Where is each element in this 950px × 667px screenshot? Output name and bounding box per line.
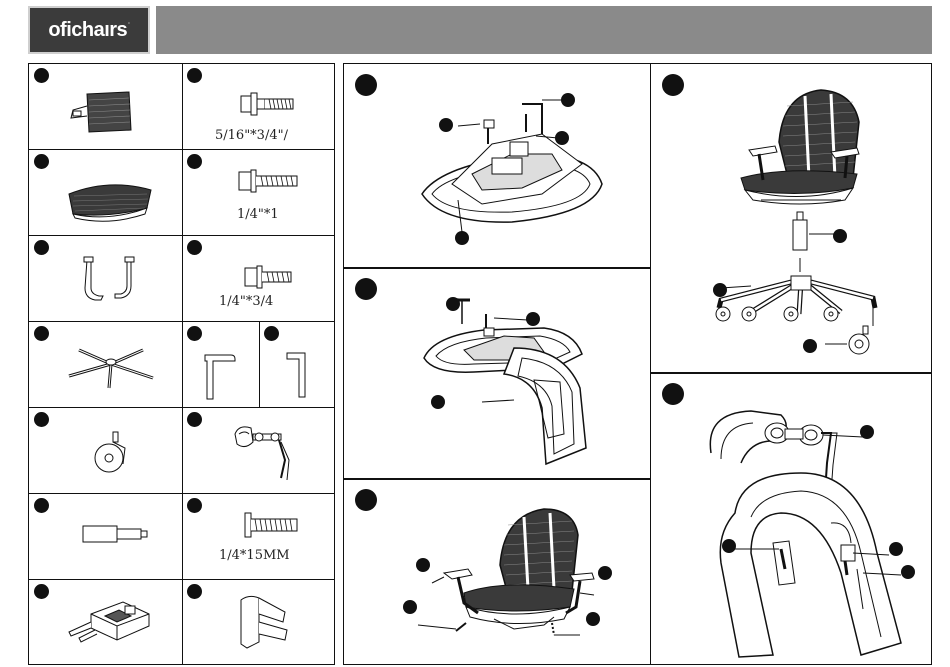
lumbar-support-illustration <box>227 420 305 486</box>
callout-marker <box>431 395 445 409</box>
header: ofichaırs· <box>28 6 932 54</box>
part-marker <box>34 240 49 255</box>
step-panel-base <box>343 63 651 269</box>
step-panel-headrest <box>650 372 932 665</box>
callout-marker <box>803 339 817 353</box>
brand-name: ofichaırs <box>48 19 127 42</box>
base-assembly-illustration <box>412 84 612 259</box>
part-marker <box>34 584 49 599</box>
parts-divider-row <box>29 493 334 494</box>
step-marker <box>355 489 377 511</box>
parts-divider-row <box>29 579 334 580</box>
brand-mark: · <box>128 21 130 27</box>
part-marker <box>187 498 202 513</box>
gas-lift-illustration <box>81 522 151 546</box>
screw-size-label: 5/16"*3/4"/ <box>215 128 288 143</box>
screw-part-illustration <box>245 265 295 289</box>
parts-divider-row <box>29 235 334 236</box>
callout-marker <box>860 425 874 439</box>
part-marker <box>187 326 202 341</box>
seat-mechanism-illustration <box>65 592 161 648</box>
screw-part-illustration <box>239 169 299 193</box>
seat-part-illustration <box>59 174 159 229</box>
screw-part-illustration <box>241 90 301 118</box>
caster-wheel-illustration <box>91 430 135 476</box>
screw-part-illustration <box>245 512 301 538</box>
brand-logo: ofichaırs· <box>28 6 150 54</box>
full-chair-base-illustration <box>691 82 921 372</box>
screw-size-label: 1/4"*1 <box>237 207 279 222</box>
callout-marker <box>713 283 727 297</box>
callout-marker <box>526 312 540 326</box>
callout-marker <box>598 566 612 580</box>
callout-marker <box>889 542 903 556</box>
callout-marker <box>833 229 847 243</box>
part-marker <box>187 68 202 83</box>
parts-divider-tools <box>259 321 260 407</box>
part-marker <box>34 412 49 427</box>
part-marker <box>34 68 49 83</box>
step-panel-backrest <box>343 267 651 480</box>
chair-base-part-illustration <box>63 344 159 392</box>
callout-marker <box>561 93 575 107</box>
callout-marker <box>439 118 453 132</box>
step-panel-armrests <box>343 478 651 665</box>
callout-marker <box>403 600 417 614</box>
step-panel-base-casters <box>650 63 932 374</box>
part-marker <box>187 584 202 599</box>
callout-marker <box>446 297 460 311</box>
callout-marker <box>555 131 569 145</box>
hex-key-illustration <box>285 349 311 399</box>
callout-marker <box>455 231 469 245</box>
part-marker <box>187 154 202 169</box>
screw-size-label: 1/4"*3/4 <box>219 294 273 309</box>
step-marker <box>355 278 377 300</box>
callout-marker <box>586 612 600 626</box>
part-marker <box>34 326 49 341</box>
part-marker <box>187 240 202 255</box>
parts-divider-row <box>29 149 334 150</box>
part-marker <box>34 498 49 513</box>
armrest-brackets-illustration <box>81 256 141 300</box>
part-marker <box>34 154 49 169</box>
t-wrench-illustration <box>201 349 245 401</box>
callout-marker <box>722 539 736 553</box>
part-marker <box>264 326 279 341</box>
backrest-assembly-illustration <box>414 288 614 468</box>
headrest-part-illustration <box>67 84 157 139</box>
parts-divider-row <box>29 321 334 322</box>
armrest-assembly-illustration <box>404 495 624 665</box>
parts-divider-row <box>29 407 334 408</box>
parts-divider-vertical <box>182 64 183 664</box>
callout-marker <box>901 565 915 579</box>
parts-list-panel: 5/16"*3/4"/ 1/4"*1 1/4"*3/4 <box>28 63 335 665</box>
callout-marker <box>416 558 430 572</box>
step-marker <box>662 74 684 96</box>
header-bar <box>156 6 932 54</box>
headrest-detail-illustration <box>681 393 931 663</box>
headrest-bracket-illustration <box>235 592 295 652</box>
step-marker <box>355 74 377 96</box>
part-marker <box>187 412 202 427</box>
screw-size-label: 1/4*15MM <box>219 548 290 563</box>
